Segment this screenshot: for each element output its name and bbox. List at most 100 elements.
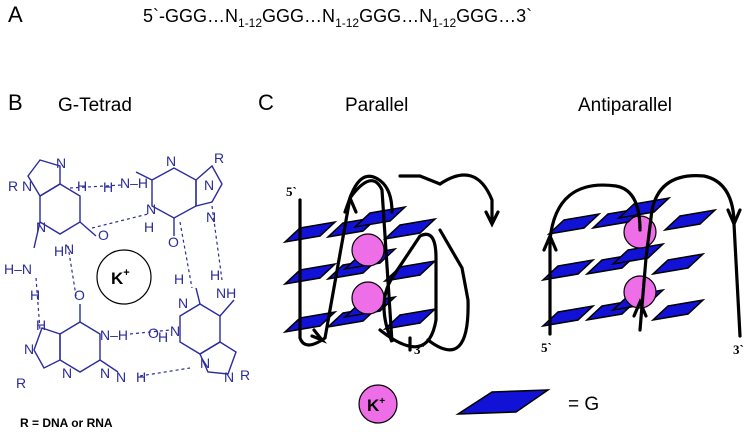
atom-h: H bbox=[36, 317, 46, 333]
seq-part-3: GGG…N bbox=[359, 6, 432, 26]
atom-n: N bbox=[24, 341, 34, 357]
g-tile bbox=[610, 242, 666, 266]
g-tile bbox=[662, 208, 718, 232]
atom-h: H bbox=[210, 267, 220, 283]
atom-n: N bbox=[224, 369, 234, 385]
atom-h: H bbox=[174, 271, 184, 287]
atom-n: N bbox=[36, 219, 46, 235]
parallel-title: Parallel bbox=[345, 95, 408, 116]
atom-n: N bbox=[170, 323, 180, 339]
legend: K+ = G bbox=[358, 384, 599, 424]
k-ion-sphere bbox=[351, 281, 385, 315]
g-tile bbox=[282, 310, 338, 334]
dna-strand bbox=[638, 256, 648, 332]
atom-h: H bbox=[103, 179, 113, 195]
atom-r: R bbox=[16, 375, 26, 391]
k-ion-sphere bbox=[351, 233, 385, 267]
g-tile bbox=[650, 252, 706, 276]
atom-n: N bbox=[204, 177, 214, 193]
atom-h: H bbox=[54, 243, 64, 259]
legend-g-tile bbox=[455, 389, 551, 415]
strand-arrow bbox=[310, 328, 328, 344]
h-bond bbox=[67, 245, 77, 297]
legend-k-label: K+ bbox=[367, 396, 385, 415]
g-tile bbox=[382, 259, 438, 283]
seq-part-1: 5`-GGG…N bbox=[143, 6, 238, 26]
strand-arrow bbox=[632, 297, 648, 318]
atom-h: H bbox=[77, 178, 87, 194]
k-ion-label: K+ bbox=[111, 267, 130, 288]
atom-h: H bbox=[158, 329, 168, 345]
h-bond bbox=[139, 367, 191, 377]
atom-n: N bbox=[62, 365, 72, 381]
legend-g-text: = G bbox=[568, 394, 599, 415]
g-tile bbox=[650, 298, 706, 322]
sequence-motif: 5`-GGG…N1-12GGG…N1-12GGG…N1-12GGG…3` bbox=[143, 6, 532, 30]
dna-loop bbox=[398, 174, 442, 186]
g-tile bbox=[352, 205, 408, 229]
g-tile bbox=[382, 217, 438, 241]
atom-n: N bbox=[64, 241, 74, 257]
seq-part-2: GGG…N bbox=[262, 6, 335, 26]
h-bond bbox=[35, 277, 41, 331]
atom-n: N bbox=[116, 369, 126, 385]
atom-nh: N–H bbox=[120, 175, 148, 191]
atom-n: N bbox=[200, 355, 210, 371]
dna-loop bbox=[438, 173, 494, 224]
h-bond bbox=[69, 184, 123, 189]
h-bond bbox=[129, 329, 171, 335]
atom-o: O bbox=[98, 227, 109, 243]
h-bond bbox=[91, 213, 149, 229]
k-ion-circle bbox=[96, 249, 152, 305]
dna-strand bbox=[548, 183, 642, 336]
seq-sub-2: 1-12 bbox=[335, 16, 359, 30]
g-tile bbox=[540, 258, 596, 282]
dna-loop bbox=[644, 174, 736, 260]
atom-nh2: NH bbox=[216, 285, 236, 301]
antiparallel-quadruplex: 5` 3` bbox=[540, 174, 744, 357]
atom-n: N bbox=[166, 153, 176, 169]
atom-o: O bbox=[148, 325, 159, 341]
g-tile bbox=[282, 262, 338, 286]
atom-hn: H–N bbox=[4, 261, 32, 277]
atom-n: N bbox=[178, 295, 188, 311]
dna-loop bbox=[426, 228, 470, 352]
seq-sub-1: 1-12 bbox=[238, 16, 262, 30]
parallel-quadruplex: 5` 3` bbox=[282, 173, 500, 357]
atom-h: H bbox=[144, 219, 154, 235]
dna-strand bbox=[732, 222, 742, 338]
atom-h: H bbox=[136, 369, 146, 385]
guanine-bottom-left bbox=[33, 304, 119, 373]
panel-c: C Parallel Antiparallel bbox=[258, 90, 744, 424]
atom-nh: N–H bbox=[100, 327, 128, 343]
strand-arrow bbox=[343, 193, 358, 214]
g-tile bbox=[282, 220, 338, 244]
panel-c-label: C bbox=[258, 90, 274, 115]
strand-arrow bbox=[542, 231, 558, 252]
dna-strand bbox=[298, 179, 438, 352]
legend-k-ion bbox=[358, 384, 398, 424]
strand-arrow bbox=[484, 210, 500, 228]
atom-h: H bbox=[30, 287, 40, 303]
guanine-top-left bbox=[27, 159, 97, 249]
g-tile bbox=[546, 212, 602, 236]
atom-n: N bbox=[100, 365, 110, 381]
antiparallel-3prime: 3` bbox=[733, 342, 744, 357]
atom-n: N bbox=[206, 209, 216, 225]
h-bond bbox=[179, 221, 193, 289]
panel-a-label: A bbox=[8, 2, 23, 27]
seq-sub-3: 1-12 bbox=[432, 16, 456, 30]
panel-b-label: B bbox=[8, 90, 23, 115]
dna-loop bbox=[348, 174, 394, 214]
panel-a: A 5`-GGG…N1-12GGG…N1-12GGG…N1-12GGG…3` bbox=[8, 2, 532, 30]
atom-o: O bbox=[74, 287, 85, 303]
atom-o: O bbox=[168, 234, 179, 250]
h-bond bbox=[211, 205, 223, 281]
atom-r: R bbox=[214, 150, 224, 166]
g-tile bbox=[616, 196, 672, 220]
g-tile bbox=[540, 304, 596, 328]
seq-part-4: GGG…3` bbox=[456, 6, 532, 26]
antiparallel-5prime: 5` bbox=[541, 340, 552, 355]
panel-b: B G-Tetrad K+ bbox=[4, 90, 250, 430]
